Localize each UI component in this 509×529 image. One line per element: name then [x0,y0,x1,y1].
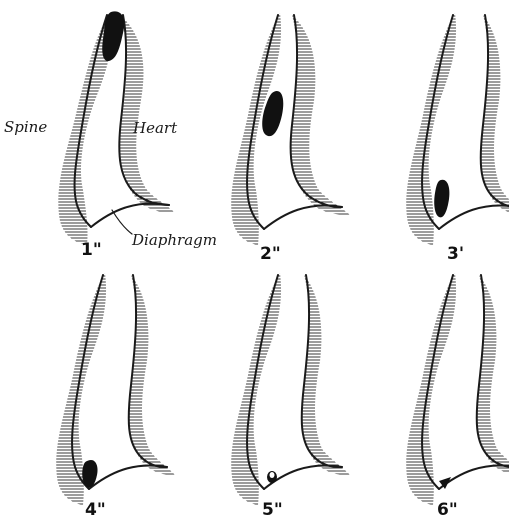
frame-label: 4" [85,500,106,520]
frame-6: 6" [406,273,509,520]
frame-2: 2" [231,13,350,264]
diaphragm-line [439,205,509,229]
frame-label: 1" [81,240,102,260]
frame-label: 3' [447,244,464,264]
diaphragm-line [439,465,509,489]
spine-shading [231,273,281,505]
spine-shading [406,13,456,245]
heart-label: Heart [132,119,178,137]
frame-3: 3' [406,13,509,264]
bolus-highlight [270,472,275,478]
frame-label: 2" [260,244,281,264]
frame-label: 6" [437,500,458,520]
frame-4: 4" [56,273,175,520]
diaphragm-pointer [112,210,132,234]
frame-5: 5" [231,273,350,520]
spine-shading [56,273,106,505]
diaphragm-label: Diaphragm [131,231,217,249]
bolus [434,180,449,218]
spine-shading [406,273,456,505]
spine-label: Spine [4,118,47,136]
frame-label: 5" [262,500,283,520]
